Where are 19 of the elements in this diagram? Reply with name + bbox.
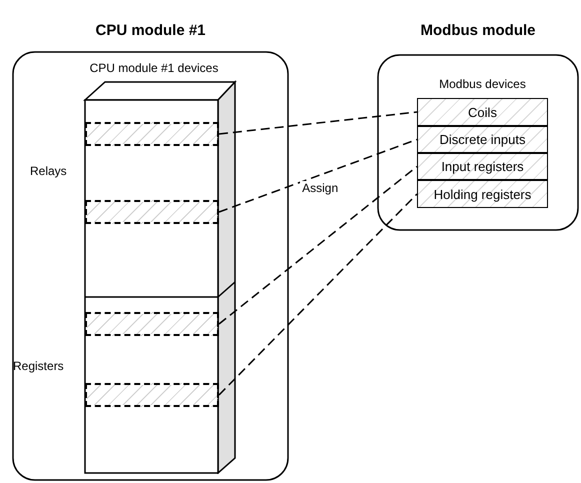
dashed-connector (218, 138, 418, 213)
edge-label: Assign (300, 181, 340, 196)
column-title: CPU module #1 devices (88, 61, 220, 75)
module-title: CPU module #1 (94, 22, 207, 39)
device-row: Holding registers (417, 180, 548, 208)
module-title: Modbus module (420, 22, 536, 39)
group-label: Registers (13, 359, 64, 373)
device-row: Input registers (417, 153, 548, 180)
device-row: Discrete inputs (417, 126, 548, 153)
hatched-memory-range (85, 383, 219, 407)
dashed-connector (218, 166, 418, 325)
device-row: Coils (417, 98, 548, 126)
hatched-memory-range (85, 200, 219, 224)
hatched-memory-range (85, 122, 219, 146)
dashed-connector (218, 111, 418, 135)
dashed-connector (218, 193, 418, 396)
hatched-memory-range (85, 312, 219, 336)
group-label: Relays (30, 164, 67, 178)
stack-title: Modbus devices (438, 77, 527, 91)
